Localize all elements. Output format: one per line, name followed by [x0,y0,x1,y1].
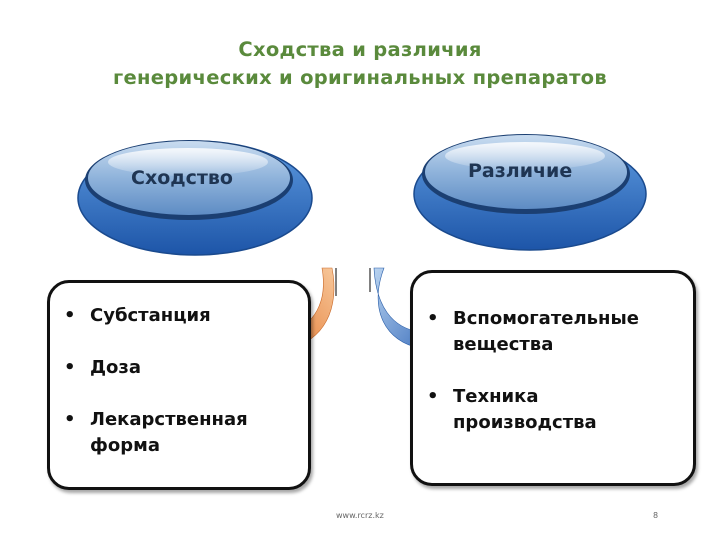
differences-list: •Вспомогательные вещества •Техника произ… [413,306,693,436]
bullet-icon: • [64,407,76,433]
footer-website: www.rcrz.kz [336,511,384,520]
list-item: •Субстанция [50,303,308,329]
list-item: •Вспомогательные вещества [413,306,688,358]
slide-title: Сходства и различия генерических и ориги… [0,36,720,92]
page-number: 8 [653,511,658,520]
bullet-icon: • [427,306,439,332]
difference-pill-graphic [410,124,670,259]
list-item: •Лекарственная форма [50,407,290,459]
differences-box: •Вспомогательные вещества •Техника произ… [410,270,696,486]
similarity-label: Сходство [131,167,233,189]
list-item: •Техника производства [413,384,653,436]
bullet-icon: • [64,303,76,329]
similarity-pill-graphic [76,128,336,263]
difference-label: Различие [468,160,572,182]
bullet-icon: • [64,355,76,381]
difference-pill: Различие [410,124,670,259]
bullet-icon: • [427,384,439,410]
similarities-list: •Субстанция •Доза •Лекарственная форма [50,303,308,459]
title-line-2: генерических и оригинальных препаратов [0,64,720,92]
similarities-box: •Субстанция •Доза •Лекарственная форма [47,280,311,490]
list-item: •Доза [50,355,308,381]
similarity-pill: Сходство [76,128,336,263]
title-line-1: Сходства и различия [0,36,720,64]
